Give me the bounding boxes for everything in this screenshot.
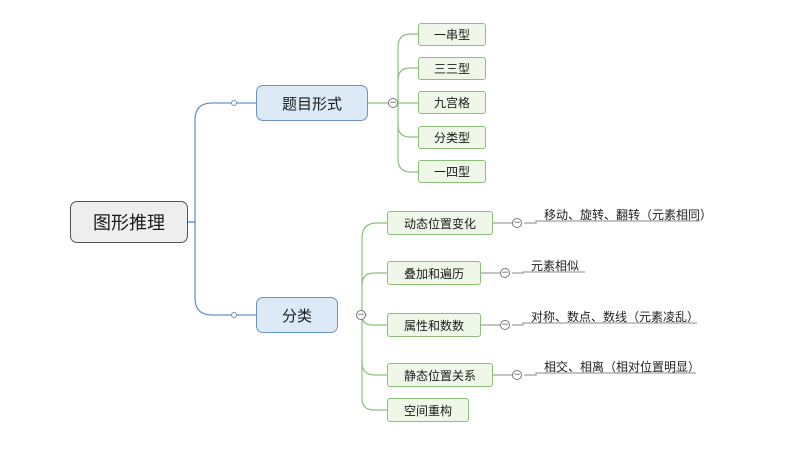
link-branch-2-child-5 bbox=[361, 397, 387, 411]
subnode-label: 静态位置关系 bbox=[403, 368, 476, 383]
note-text-1[interactable]: 移动、旋转、翻转（元素相同） bbox=[544, 208, 713, 222]
root-node[interactable]: 图形推理 bbox=[70, 201, 188, 243]
note-text-3[interactable]: 对称、数点、数线（元素凌乱） bbox=[531, 310, 700, 324]
subnode-branch-2-item-4[interactable]: 静态位置关系 bbox=[387, 363, 493, 387]
note-4-collapse-toggle[interactable]: − bbox=[512, 370, 522, 380]
subnode-branch-1-item-2[interactable]: 三三型 bbox=[418, 57, 486, 80]
link-branch-2-child-4 bbox=[361, 361, 387, 376]
branch-2-collapse-toggle[interactable]: − bbox=[356, 310, 366, 320]
subnode-branch-1-item-3[interactable]: 九宫格 bbox=[418, 91, 486, 114]
root-label: 图形推理 bbox=[93, 213, 165, 234]
subnode-branch-2-item-1[interactable]: 动态位置变化 bbox=[387, 211, 493, 235]
subnode-label: 三三型 bbox=[433, 62, 470, 76]
link-root-to-branch-1 bbox=[188, 102, 256, 223]
branch-1-anchor-dot bbox=[231, 100, 237, 106]
branch-2-label: 分类 bbox=[281, 306, 312, 325]
subnode-label: 九宫格 bbox=[433, 96, 470, 110]
link-branch-1-child-4 bbox=[397, 124, 418, 138]
note-text-2[interactable]: 元素相似 bbox=[531, 259, 580, 273]
link-note-4 bbox=[493, 372, 696, 376]
link-note-3 bbox=[481, 322, 697, 326]
note-text-4[interactable]: 相交、相离（相对位置明显） bbox=[544, 360, 701, 374]
subnode-label: 空间重构 bbox=[403, 403, 452, 418]
subnode-branch-1-item-5[interactable]: 一四型 bbox=[418, 160, 486, 183]
subnode-label: 动态位置变化 bbox=[403, 216, 476, 231]
subnode-branch-2-item-3[interactable]: 属性和数数 bbox=[387, 313, 481, 337]
note-3-collapse-toggle[interactable]: − bbox=[500, 320, 510, 330]
link-root-to-branch-2 bbox=[188, 221, 256, 316]
subnode-label: 一四型 bbox=[433, 165, 470, 179]
link-note-1 bbox=[493, 220, 700, 224]
branch-1-collapse-toggle[interactable]: − bbox=[388, 98, 398, 108]
link-note-2 bbox=[481, 271, 585, 274]
subnode-label: 叠加和遍历 bbox=[403, 266, 464, 281]
link-branch-2-child-1 bbox=[361, 222, 387, 239]
link-branch-1-child-5 bbox=[397, 158, 418, 173]
subnode-branch-2-item-2[interactable]: 叠加和遍历 bbox=[387, 261, 481, 285]
note-1-collapse-toggle[interactable]: − bbox=[512, 218, 522, 228]
subnode-label: 属性和数数 bbox=[403, 318, 464, 333]
branch-2-anchor-dot bbox=[231, 312, 237, 318]
link-branch-1-child-2 bbox=[397, 67, 418, 81]
subnode-branch-1-item-4[interactable]: 分类型 bbox=[418, 126, 486, 149]
subnode-branch-1-item-1[interactable]: 一串型 bbox=[418, 23, 486, 46]
subnode-label: 一串型 bbox=[433, 28, 470, 42]
branch-1-label: 题目形式 bbox=[281, 94, 342, 113]
subnode-label: 分类型 bbox=[433, 131, 470, 145]
branch-question-forms[interactable]: 题目形式 bbox=[256, 85, 368, 121]
branch-classification[interactable]: 分类 bbox=[256, 297, 338, 333]
link-branch-1-child-1 bbox=[397, 33, 418, 48]
subnode-branch-2-item-5[interactable]: 空间重构 bbox=[387, 398, 469, 422]
note-2-collapse-toggle[interactable]: − bbox=[500, 268, 510, 278]
link-branch-2-child-2 bbox=[361, 272, 387, 286]
